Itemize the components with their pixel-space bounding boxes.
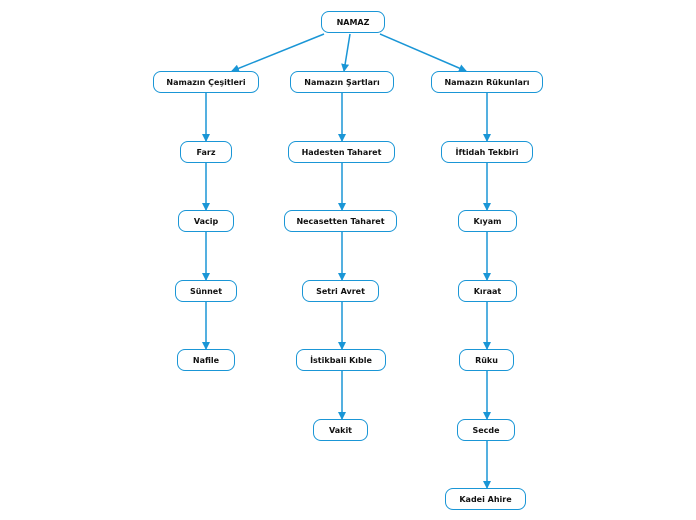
edge-root-branch-0 [231, 33, 325, 73]
node-iftidah-tekbiri[interactable]: İftidah Tekbiri [441, 141, 533, 163]
node-istikbali-kible[interactable]: İstikbali Kıble [296, 349, 386, 371]
node-ruku[interactable]: Rüku [459, 349, 514, 371]
node-hadesten-taharet[interactable]: Hadesten Taharet [288, 141, 395, 163]
node-kadei-ahire[interactable]: Kadei Ahire [445, 488, 526, 510]
node-farz[interactable]: Farz [180, 141, 232, 163]
node-nafile[interactable]: Nafile [177, 349, 235, 371]
node-root[interactable]: NAMAZ [321, 11, 385, 33]
node-vacip[interactable]: Vacip [178, 210, 234, 232]
node-setri-avret[interactable]: Setri Avret [302, 280, 379, 302]
node-branch-sartlari[interactable]: Namazın Şartları [290, 71, 394, 93]
edge-root-branch-1 [341, 33, 351, 72]
node-vakit[interactable]: Vakit [313, 419, 368, 441]
node-secde[interactable]: Secde [457, 419, 515, 441]
node-branch-rukunlari[interactable]: Namazın Rükunları [431, 71, 543, 93]
node-necasetten-taharet[interactable]: Necasetten Taharet [284, 210, 397, 232]
node-branch-cesitleri[interactable]: Namazın Çeşitleri [153, 71, 259, 93]
node-kiyam[interactable]: Kıyam [458, 210, 517, 232]
node-kiraat[interactable]: Kıraat [458, 280, 517, 302]
edge-root-branch-2 [379, 33, 467, 72]
node-sunnet[interactable]: Sünnet [175, 280, 237, 302]
